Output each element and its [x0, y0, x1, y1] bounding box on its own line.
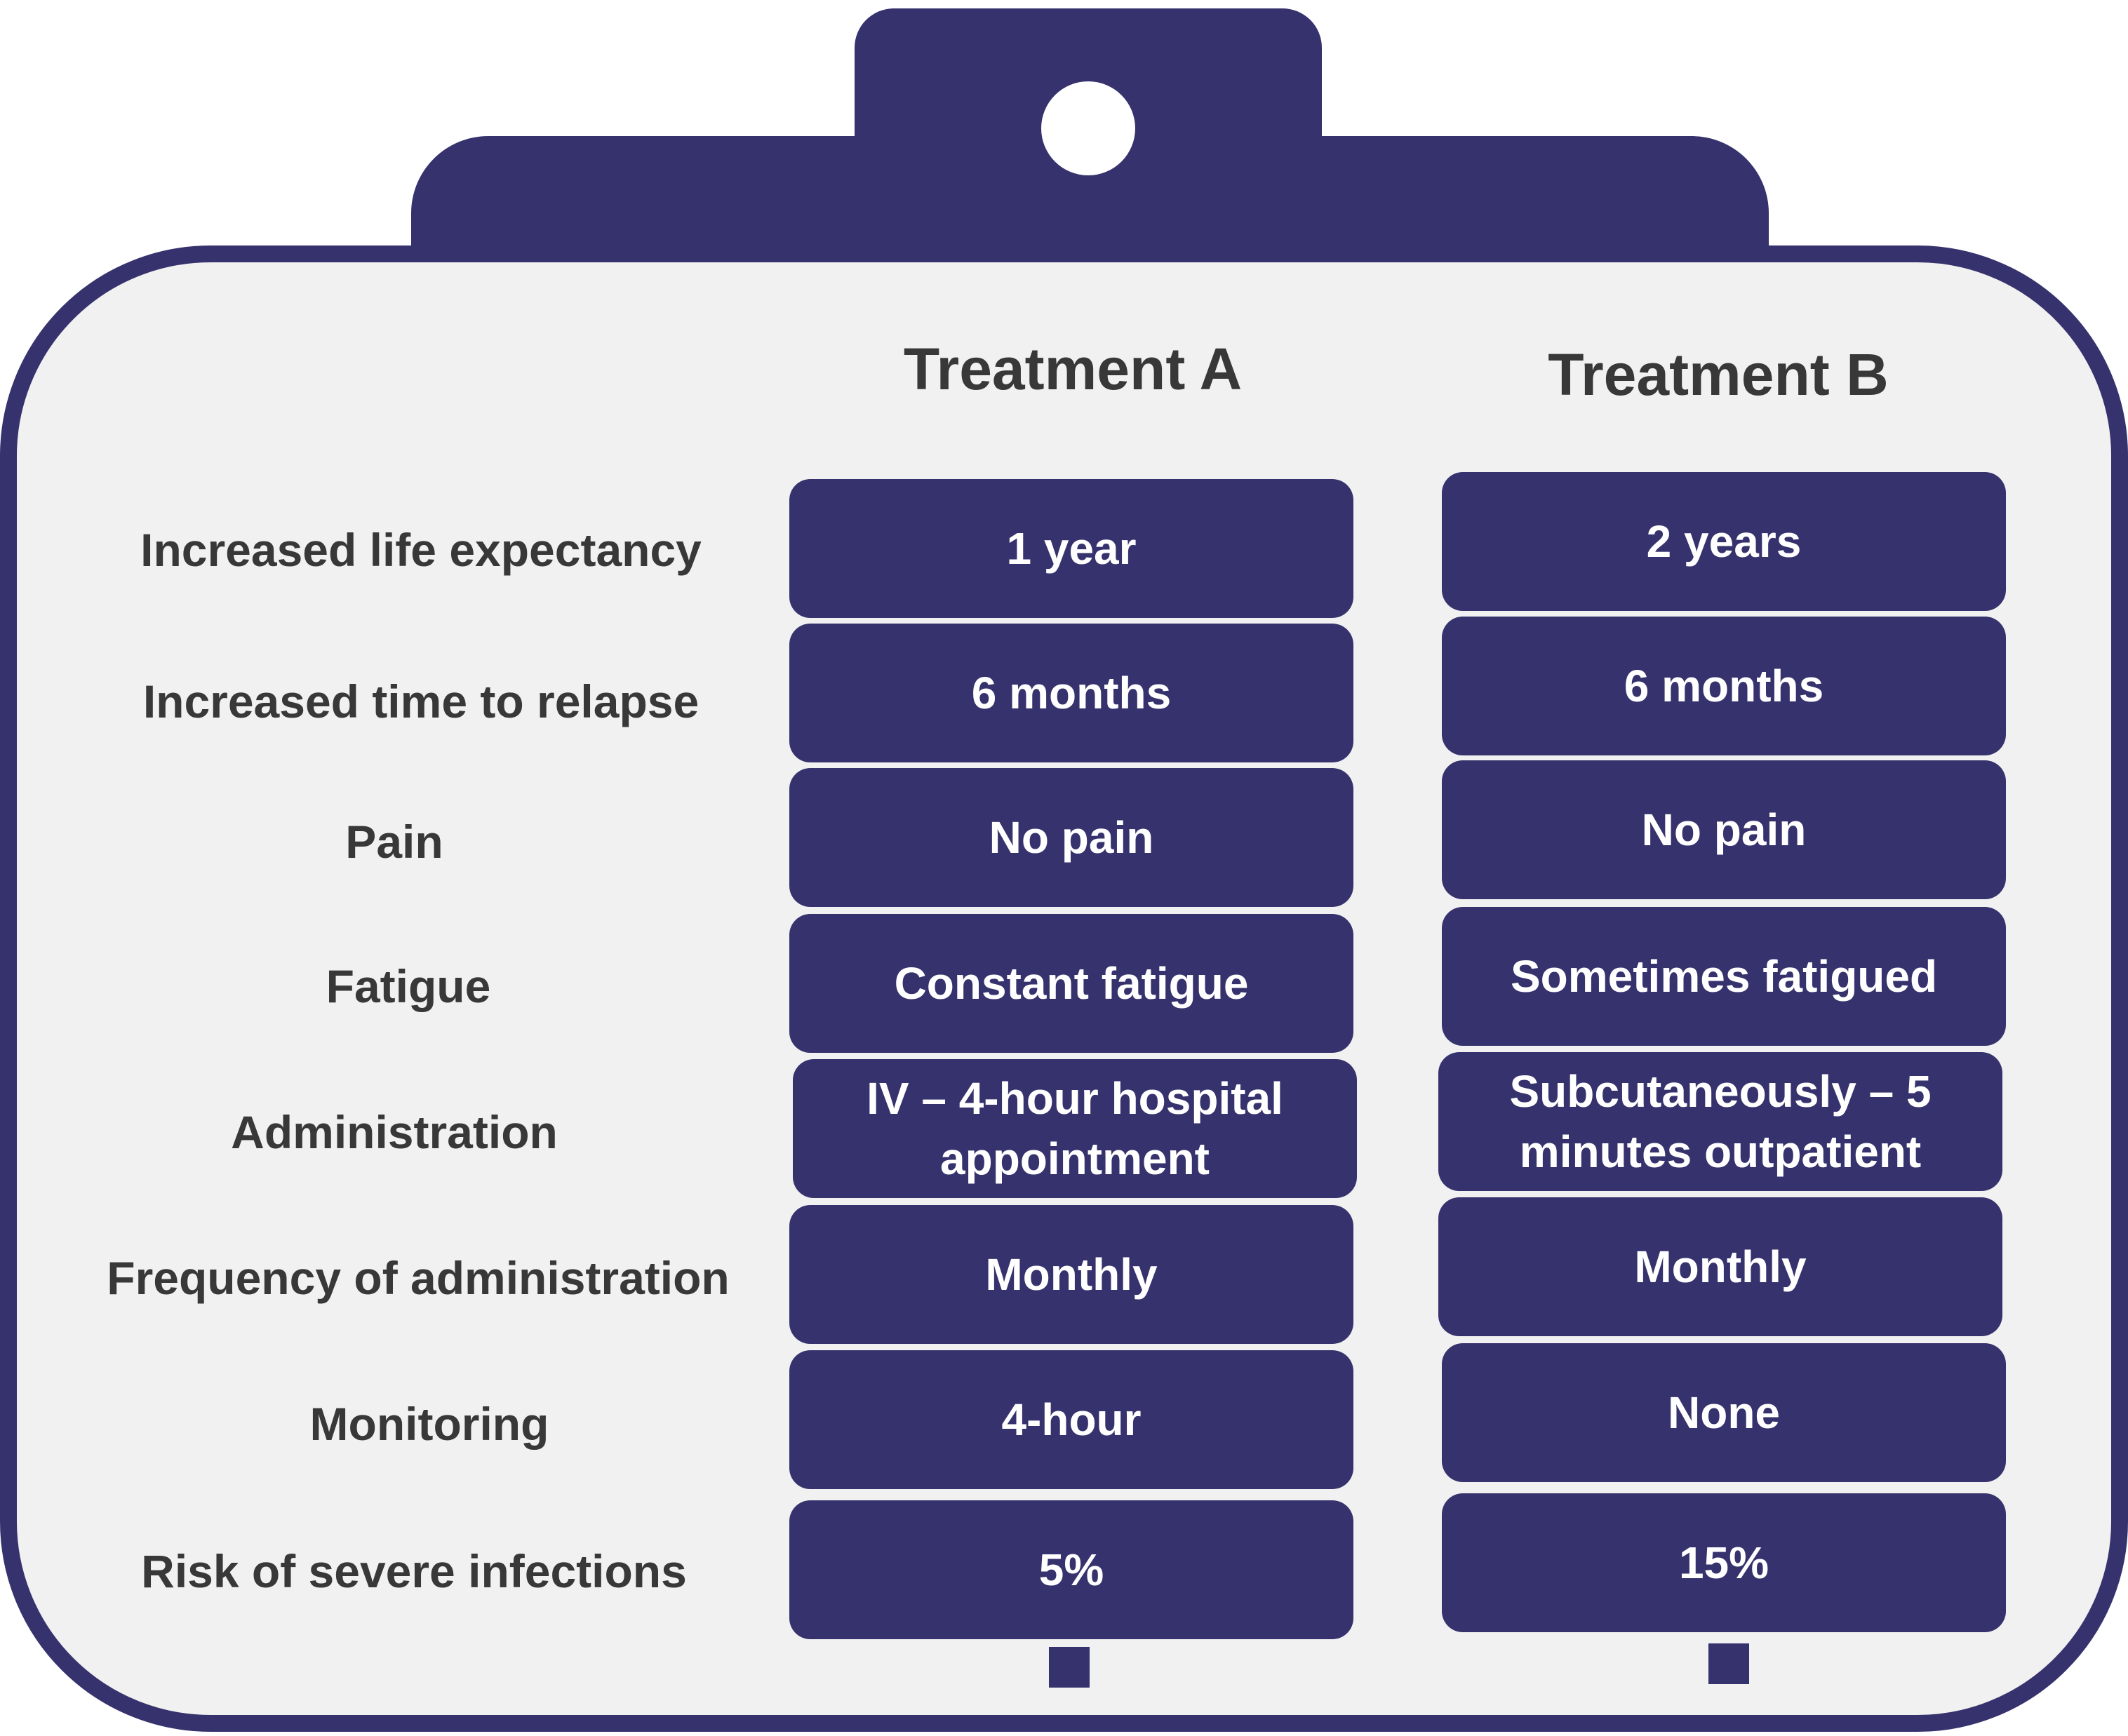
row-label-time-to-relapse: Increased time to relapse [142, 675, 700, 727]
cell-a-fatigue: Constant fatigue [789, 914, 1353, 1053]
row-label-fatigue: Fatigue [326, 960, 491, 1012]
cell-b-monitoring: None [1442, 1343, 2006, 1482]
cell-a-monitoring: 4-hour [789, 1350, 1353, 1489]
cell-a-administration: IV – 4-hour hospital appointment [793, 1059, 1357, 1198]
row-label-administration: Administration [231, 1106, 558, 1158]
cell-b-pain: No pain [1442, 760, 2006, 899]
header-treatment-b: Treatment B [1548, 342, 1889, 408]
peg-b [1708, 1643, 1749, 1684]
row-label-life-expectancy: Increased life expectancy [140, 524, 702, 576]
cell-b-administration: Subcutaneously – 5 minutes outpatient [1438, 1052, 2002, 1191]
cell-b-life-expectancy: 2 years [1442, 472, 2006, 611]
row-label-frequency: Frequency of administration [107, 1252, 730, 1304]
cell-a-time-to-relapse: 6 months [789, 624, 1353, 762]
row-label-pain: Pain [345, 816, 443, 868]
cell-a-pain: No pain [789, 768, 1353, 907]
clipboard-hole [1041, 81, 1135, 175]
cell-b-time-to-relapse: 6 months [1442, 617, 2006, 755]
cell-a-life-expectancy: 1 year [789, 479, 1353, 618]
row-label-monitoring: Monitoring [309, 1398, 549, 1450]
peg-a [1049, 1647, 1090, 1688]
cell-a-infection-risk: 5% [789, 1500, 1353, 1639]
cell-b-fatigue: Sometimes fatigued [1442, 907, 2006, 1046]
cell-a-frequency: Monthly [789, 1205, 1353, 1344]
row-label-infection-risk: Risk of severe infections [141, 1545, 687, 1597]
cell-b-infection-risk: 15% [1442, 1493, 2006, 1632]
header-treatment-a: Treatment A [903, 336, 1243, 402]
cell-b-frequency: Monthly [1438, 1197, 2002, 1336]
